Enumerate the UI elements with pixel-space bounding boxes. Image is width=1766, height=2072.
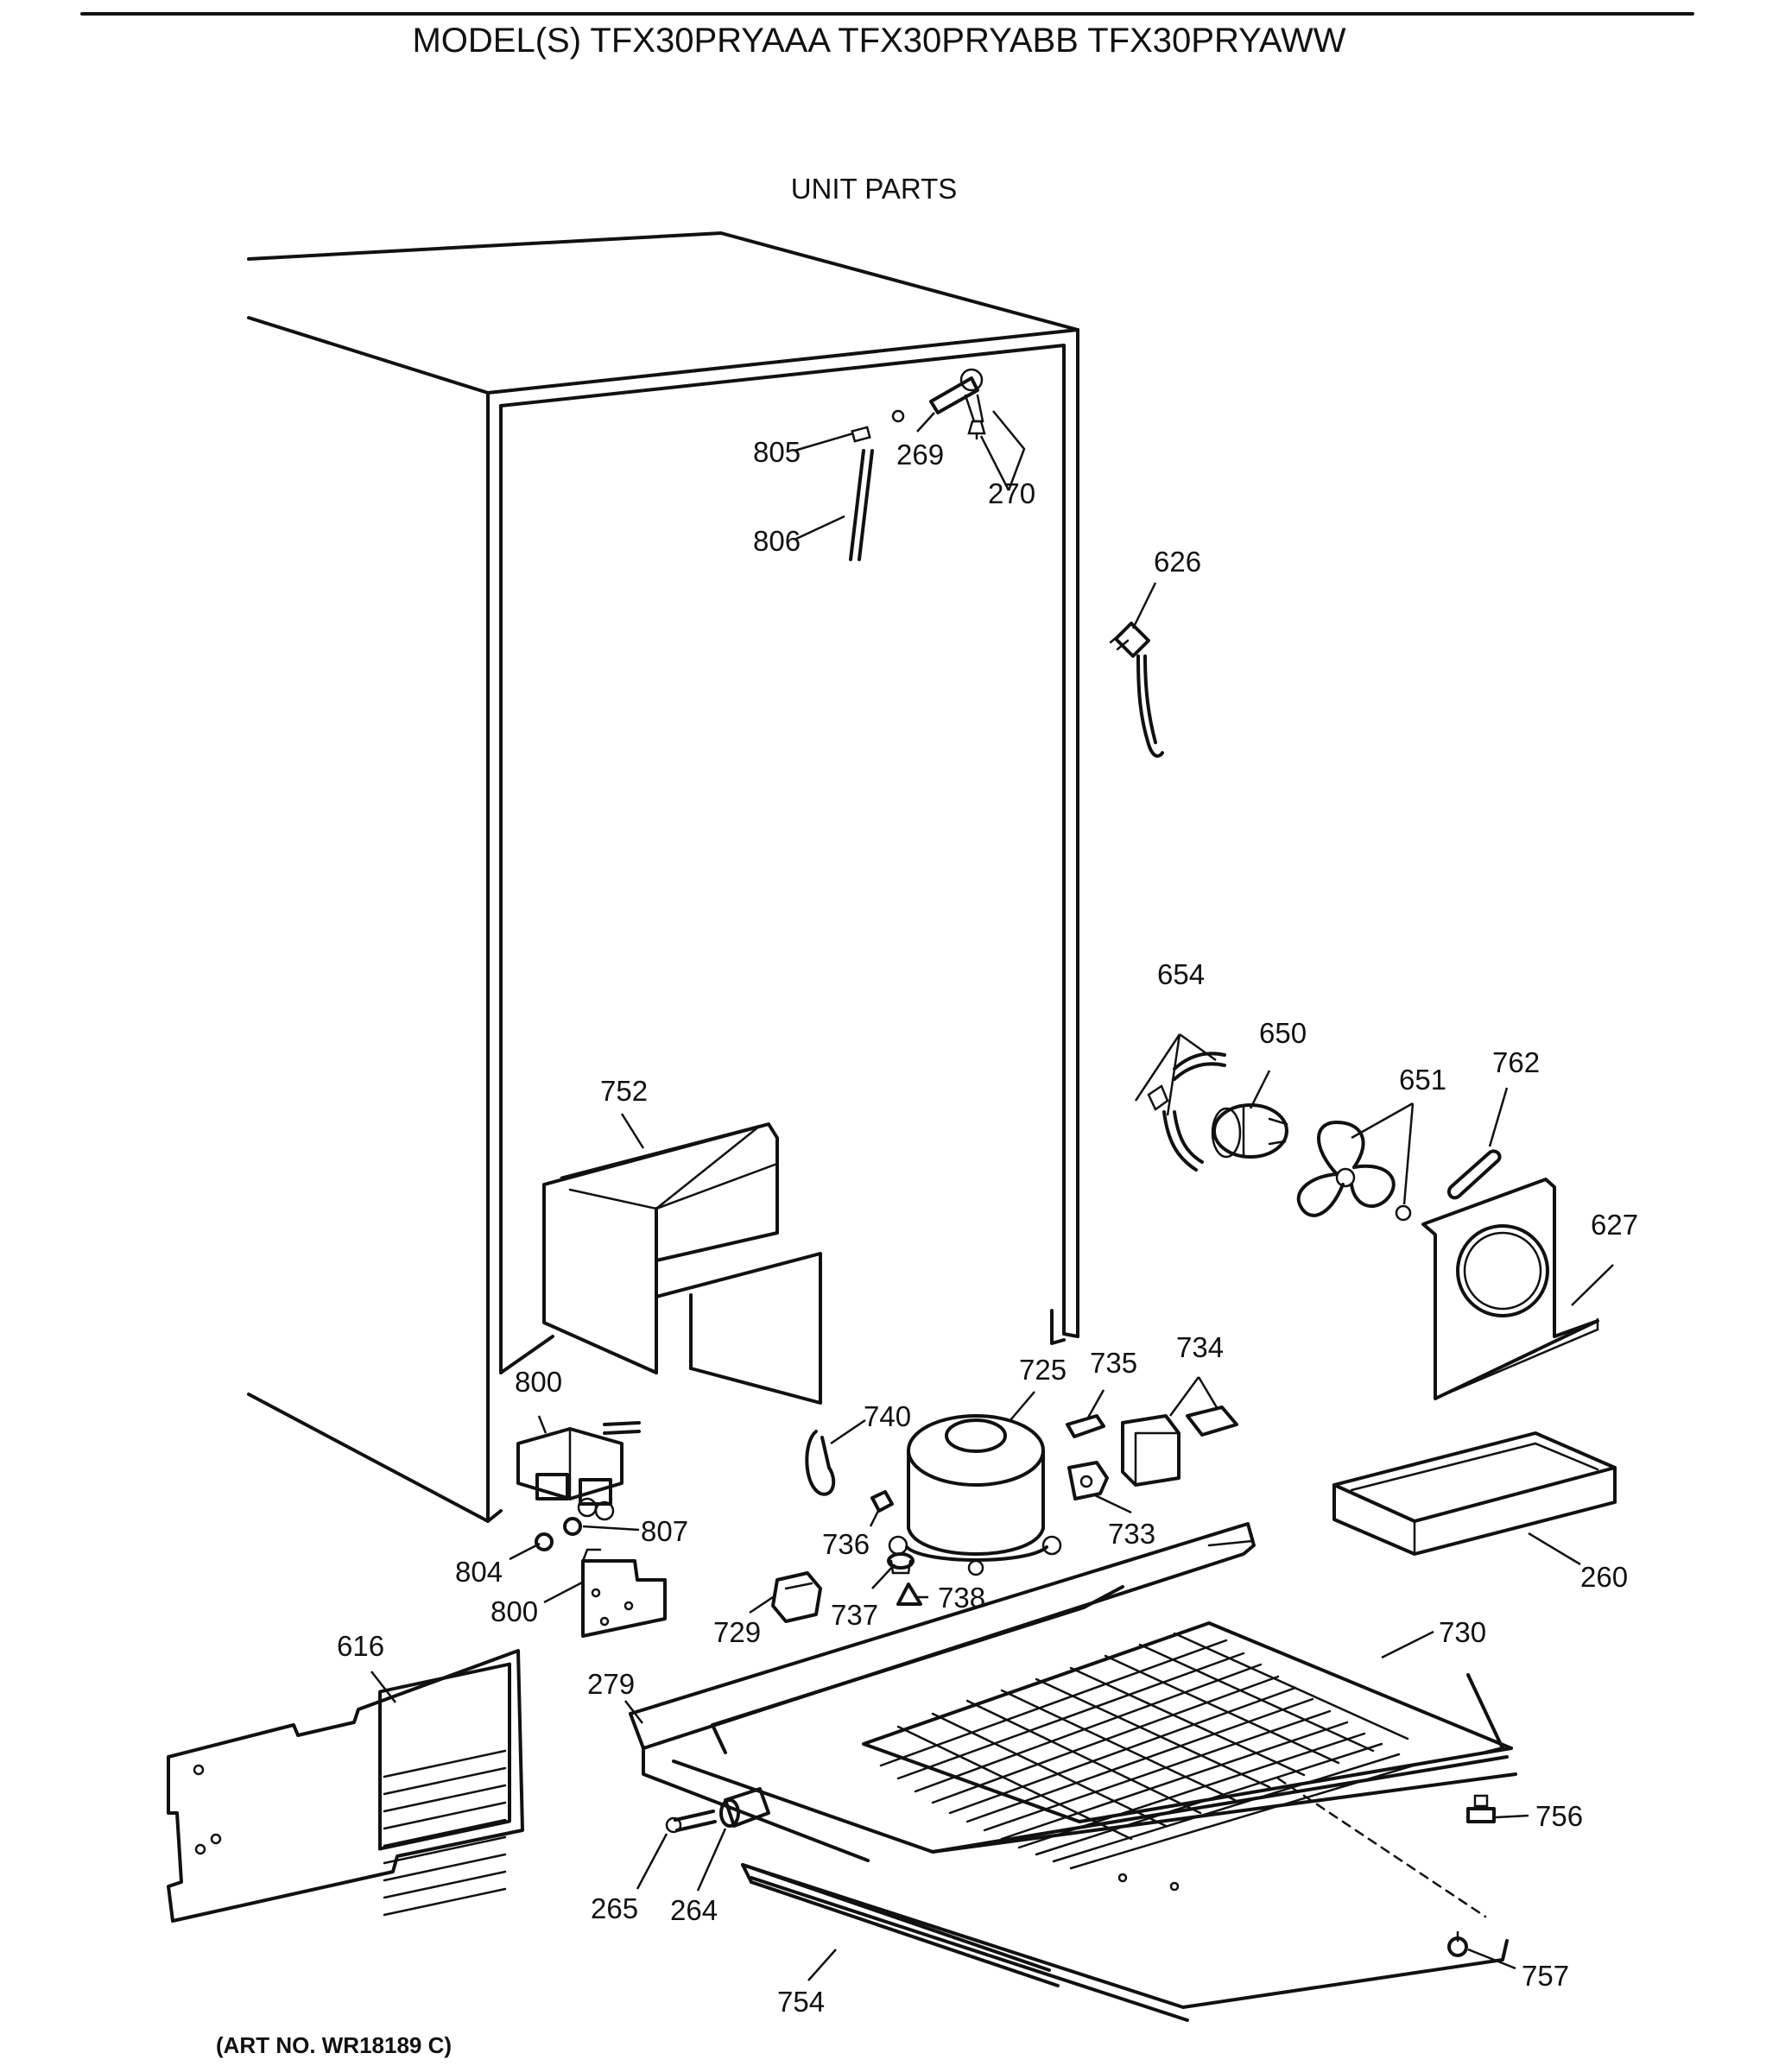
part-626-power-cord	[1109, 622, 1164, 758]
callout-734: 734	[1176, 1331, 1224, 1363]
leader-lines	[370, 410, 1614, 1981]
callout-806: 806	[753, 525, 801, 557]
callout-616: 616	[337, 1630, 384, 1662]
part-651-fan-blade	[1296, 1121, 1412, 1222]
part-650-fan-motor	[1211, 1103, 1288, 1159]
callout-736: 736	[822, 1528, 870, 1560]
part-654-bracket	[1147, 1052, 1226, 1172]
part-736-clip	[870, 1490, 894, 1513]
part-270-screw	[967, 420, 986, 440]
part-730-condenser	[862, 1621, 1513, 1870]
callout-651: 651	[1399, 1064, 1446, 1096]
callout-269: 269	[896, 439, 944, 471]
part-757-screw	[1447, 1930, 1468, 1957]
callout-279: 279	[587, 1668, 635, 1700]
part-265-screw	[665, 1810, 717, 1834]
part-754-rail	[741, 1863, 1060, 1987]
callout-756: 756	[1535, 1800, 1583, 1832]
callout-725: 725	[1019, 1354, 1067, 1386]
callout-735: 735	[1090, 1347, 1137, 1379]
callout-654: 654	[1157, 958, 1205, 990]
callout-729: 729	[713, 1616, 761, 1648]
callout-730: 730	[1439, 1616, 1486, 1648]
model-title: MODEL(S) TFX30PRYAAA TFX30PRYABB TFX30PR…	[412, 22, 1345, 60]
callout-265: 265	[591, 1892, 638, 1924]
part-738-sleeve	[896, 1582, 922, 1606]
section-title: UNIT PARTS	[791, 173, 958, 205]
part-269-clamp	[891, 368, 984, 423]
callout-labels: 805 269 270 806 626 654 650 651 762 752 …	[337, 436, 1638, 2018]
callout-740: 740	[864, 1400, 911, 1432]
part-800-bracket	[581, 1548, 667, 1638]
part-735-cover	[1066, 1414, 1105, 1438]
callout-733: 733	[1108, 1518, 1155, 1550]
callout-260: 260	[1580, 1561, 1628, 1593]
part-base-plate	[672, 1755, 1517, 2022]
part-807-cap	[563, 1517, 582, 1536]
part-616-access-cover	[167, 1649, 524, 1923]
part-756-screw	[1466, 1794, 1496, 1823]
callout-805: 805	[753, 436, 801, 468]
part-725-compressor	[888, 1414, 1062, 1576]
part-734-relay	[1121, 1406, 1238, 1487]
callout-270: 270	[988, 477, 1035, 509]
callout-650: 650	[1259, 1017, 1307, 1049]
part-800-water-valve	[516, 1421, 641, 1521]
part-627-shroud	[1421, 1178, 1599, 1400]
part-737-grommet	[887, 1552, 915, 1575]
callout-800-valve: 800	[515, 1366, 562, 1398]
callout-757: 757	[1522, 1960, 1569, 1992]
callout-752: 752	[600, 1075, 648, 1107]
part-752-cover	[542, 1122, 822, 1405]
part-260-drain-pan	[1332, 1431, 1617, 1556]
callout-754: 754	[777, 1986, 825, 2018]
callout-626: 626	[1154, 546, 1201, 578]
part-729-capacitor	[771, 1571, 822, 1623]
callout-737: 737	[831, 1599, 878, 1631]
part-762-strip	[1446, 1149, 1502, 1200]
callout-627: 627	[1591, 1209, 1638, 1241]
callout-800-bracket: 800	[491, 1595, 538, 1627]
part-805-806-tube	[849, 426, 874, 561]
part-279-base-frame	[629, 1522, 1256, 1862]
part-804-cap	[535, 1532, 554, 1551]
art-number: (ART NO. WR18189 C)	[216, 2032, 452, 2058]
callout-804: 804	[455, 1556, 503, 1588]
part-733-overload	[1067, 1461, 1109, 1500]
callout-738: 738	[938, 1582, 985, 1614]
part-264-bushing	[719, 1787, 770, 1828]
callout-807: 807	[641, 1515, 688, 1547]
cabinet	[247, 231, 1079, 1523]
part-740-clip	[805, 1430, 836, 1496]
callout-762: 762	[1492, 1046, 1540, 1078]
callout-264: 264	[670, 1894, 718, 1926]
